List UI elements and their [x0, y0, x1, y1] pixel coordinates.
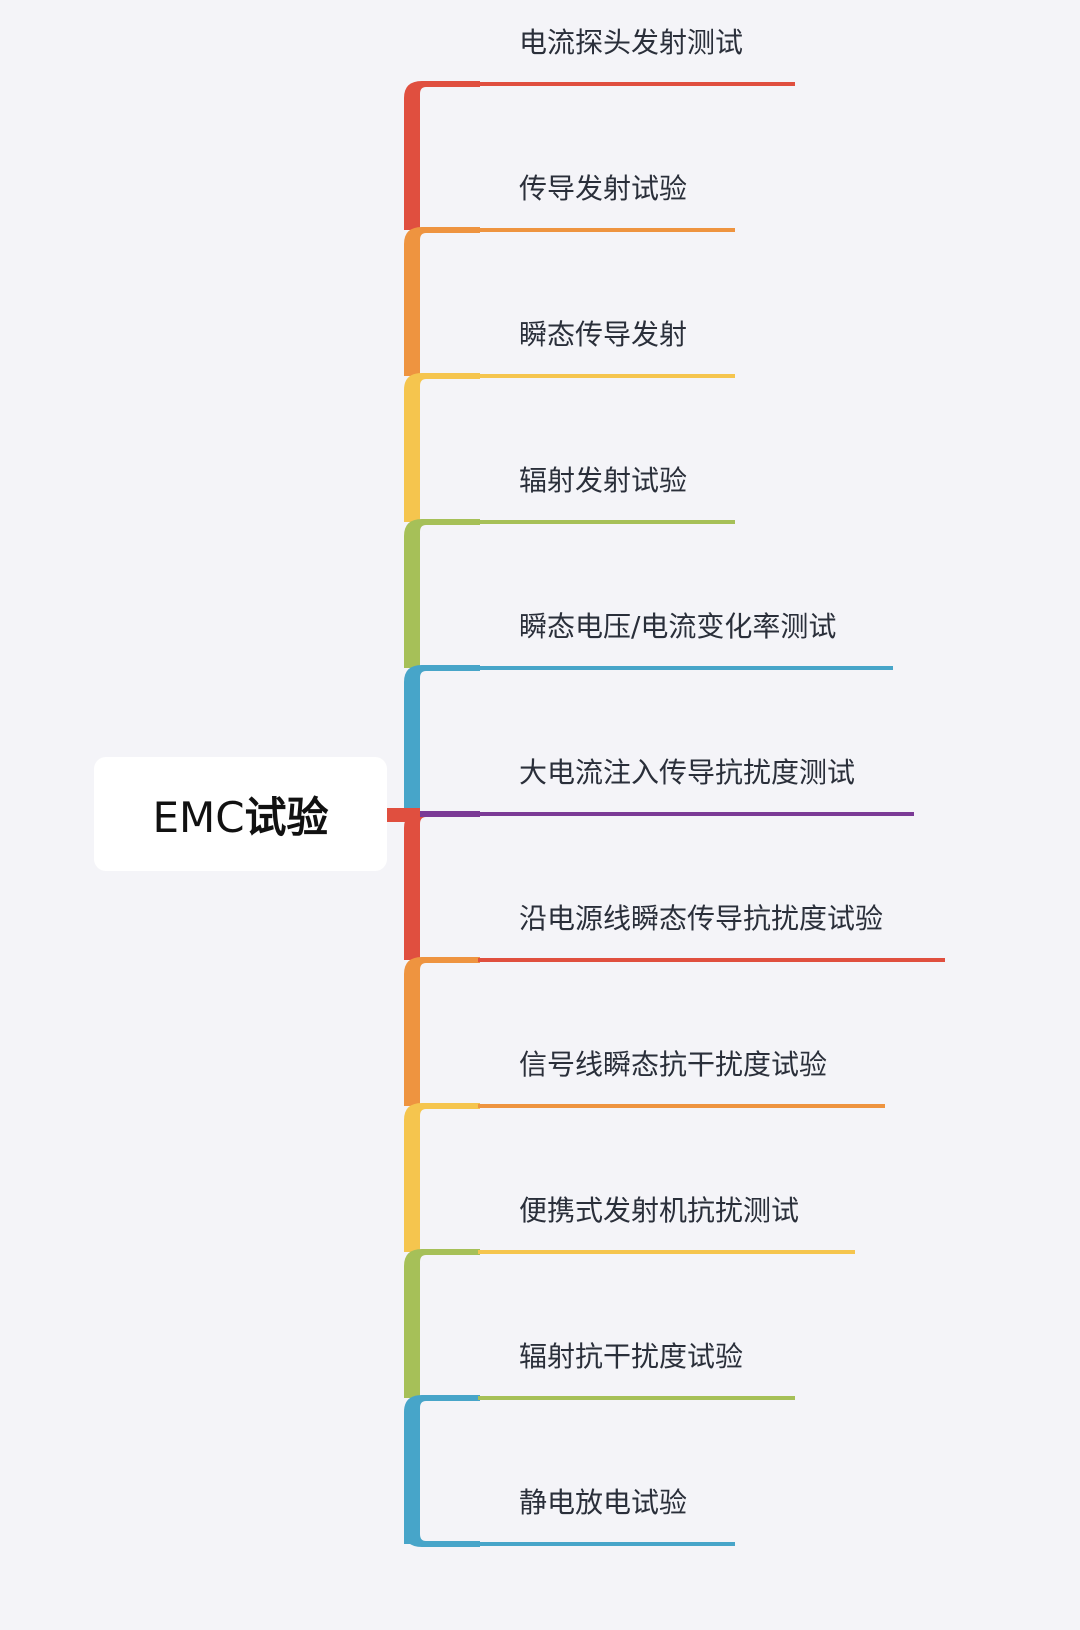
branch-node-11[interactable]: 静电放电试验: [519, 1486, 688, 1519]
branch-node-7[interactable]: 沿电源线瞬态传导抗扰度试验: [519, 902, 884, 935]
trunk-segment: [404, 81, 480, 230]
trunk-segment: [404, 957, 480, 1106]
root-label-cjk: 试验: [244, 792, 329, 842]
branch-node-8[interactable]: 信号线瞬态抗干扰度试验: [519, 1048, 828, 1081]
branch-line: [478, 812, 914, 816]
root-node-label: EMC试验: [152, 784, 328, 845]
trunk-bottom-cap: [404, 1524, 480, 1547]
trunk-segment: [404, 665, 480, 814]
trunk-segment: [404, 1395, 480, 1544]
branch-line: [478, 1104, 885, 1108]
branch-line: [478, 228, 735, 232]
branch-line: [478, 1250, 855, 1254]
branch-line: [478, 666, 893, 670]
branch-node-1[interactable]: 电流探头发射测试: [519, 26, 744, 59]
branch-line: [478, 958, 945, 962]
branch-node-9[interactable]: 便携式发射机抗扰测试: [519, 1194, 800, 1227]
branch-line: [478, 1542, 735, 1546]
branch-node-2[interactable]: 传导发射试验: [519, 172, 688, 205]
branch-line: [478, 374, 735, 378]
trunk-segment: [404, 373, 480, 522]
branch-line: [478, 82, 795, 86]
branch-line-thick: [420, 811, 480, 817]
branch-line: [478, 1396, 795, 1400]
root-connector: [387, 808, 420, 822]
trunk-segment: [404, 1249, 480, 1398]
root-node[interactable]: EMC试验: [94, 757, 387, 871]
branch-node-10[interactable]: 辐射抗干扰度试验: [519, 1340, 744, 1373]
trunk-segment: [404, 227, 480, 376]
branch-node-4[interactable]: 辐射发射试验: [519, 464, 688, 497]
trunk-segment: [404, 811, 480, 960]
branch-node-3[interactable]: 瞬态传导发射: [519, 318, 688, 351]
branch-node-5[interactable]: 瞬态电压/电流变化率测试: [519, 610, 837, 643]
trunk-segment: [404, 519, 480, 668]
trunk-segment: [404, 1103, 480, 1252]
branch-line: [478, 520, 735, 524]
root-label-latin: EMC: [152, 792, 245, 842]
branch-node-6[interactable]: 大电流注入传导抗扰度测试: [519, 756, 856, 789]
